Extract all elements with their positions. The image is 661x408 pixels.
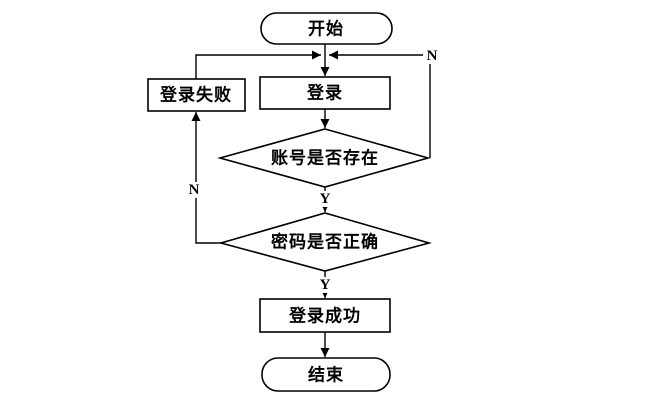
node-end: 结束 <box>261 357 391 392</box>
edge-label-account-no: N <box>423 47 441 64</box>
password-yes-label-bg <box>317 277 333 293</box>
node-login-fail: 登录失败 <box>147 78 246 112</box>
start-label: 开始 <box>308 19 344 39</box>
account-no-label: N <box>427 48 438 64</box>
password-check-label: 密码是否正确 <box>271 232 379 252</box>
password-yes-label: Y <box>320 277 331 293</box>
edge-labels: N Y N Y <box>186 47 441 293</box>
login-fail-label: 登录失败 <box>159 85 232 105</box>
node-login: 登录 <box>259 76 391 110</box>
edge-fail-to-merge <box>195 50 321 79</box>
edge-label-password-yes: Y <box>317 277 333 293</box>
edge-label-password-no: N <box>186 182 202 198</box>
account-check-decision-shape <box>216 128 431 188</box>
login-process-shape <box>259 76 391 110</box>
login-success-label: 登录成功 <box>288 306 361 326</box>
password-no-label-bg <box>186 182 202 198</box>
nodes: 开始 登录失败 登录 账号是否存在 密码是否正确 登录成功 <box>147 12 432 392</box>
login-label: 登录 <box>306 83 343 103</box>
login-success-process-shape <box>259 298 391 333</box>
password-check-decision-shape <box>218 212 432 272</box>
account-check-label: 账号是否存在 <box>271 148 379 168</box>
account-yes-label: Y <box>320 191 331 207</box>
start-terminator-shape <box>260 12 393 45</box>
end-label: 结束 <box>308 365 344 385</box>
edge-password-no-to-fail <box>191 112 221 244</box>
account-no-label-bg <box>423 47 441 64</box>
node-start: 开始 <box>260 12 393 45</box>
node-login-success: 登录成功 <box>259 298 391 333</box>
end-terminator-shape <box>261 357 391 392</box>
login-fail-process-shape <box>147 78 246 112</box>
node-password-check: 密码是否正确 <box>218 212 432 272</box>
password-no-label: N <box>189 182 200 198</box>
account-yes-label-bg <box>317 191 333 207</box>
edge-label-account-yes: Y <box>317 191 333 207</box>
node-account-check: 账号是否存在 <box>216 128 431 188</box>
